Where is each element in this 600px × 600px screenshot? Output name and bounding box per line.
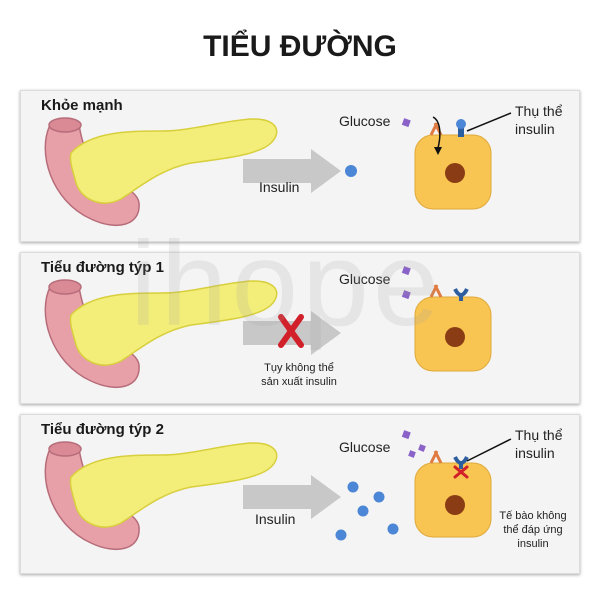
receptor (458, 127, 464, 137)
pancreas (69, 280, 278, 366)
glucose-2 (401, 290, 411, 300)
insulin-dot (347, 481, 359, 493)
insulin-dot (345, 165, 357, 177)
arrow (243, 475, 341, 519)
page-title: TIỂU ĐƯỜNG (203, 30, 397, 63)
glucose-1 (401, 118, 411, 128)
nucleus (445, 495, 465, 515)
panel-title: Khỏe mạnh (41, 97, 123, 114)
duct-opening (48, 117, 82, 133)
receptor-label-2: insulin (515, 121, 555, 137)
receptor-label-2: insulin (515, 445, 555, 461)
glucose-1 (401, 266, 411, 276)
panel-title: Tiểu đường týp 1 (41, 259, 164, 276)
entry-arrow (432, 116, 441, 149)
insulin-dot (373, 491, 385, 503)
insulin-label: Insulin (255, 511, 296, 527)
block-x-icon (453, 465, 469, 479)
nucleus (445, 163, 465, 183)
note-line-1: Tụy không thể (264, 362, 334, 374)
type2-illustration (44, 430, 512, 551)
block-x-icon (278, 314, 304, 348)
receptor-pointer (466, 438, 512, 462)
note-line-2: sản xuất insulin (261, 376, 337, 388)
healthy-illustration (44, 112, 512, 227)
nucleus (445, 327, 465, 347)
glucose-label: Glucose (339, 271, 391, 287)
glucose-label: Glucose (339, 439, 391, 455)
glucose-2 (408, 450, 416, 458)
glucose-1 (401, 430, 411, 440)
glucose-channel (429, 450, 443, 464)
pancreas (69, 118, 278, 204)
note-line-3: insulin (517, 538, 549, 550)
duct-opening (48, 279, 82, 295)
glucose-3 (418, 444, 426, 452)
arrow (243, 149, 341, 193)
panel-type1: Tiểu đường týp 1 Glucose Tụy không thể s… (20, 252, 580, 404)
glucose-channel (429, 284, 443, 298)
panel-healthy: Khỏe mạnh Glucose Insulin Thụ thể insuli… (20, 90, 580, 242)
panel-title: Tiểu đường týp 2 (41, 421, 164, 438)
pancreas (69, 442, 278, 528)
receptor-empty (453, 288, 469, 297)
receptor-pointer (466, 112, 512, 132)
receptor (453, 456, 469, 465)
note-line-1: Tế bào không (499, 510, 567, 522)
insulin-dot (387, 523, 399, 535)
insulin-dot (335, 529, 347, 541)
panel-type2: Tiểu đường týp 2 Glucose Insulin Thụ thể… (20, 414, 580, 574)
insulin-dot (357, 505, 369, 517)
receptor-label-1: Thụ thể (515, 427, 563, 443)
duct-opening (48, 441, 82, 457)
receptor-label-1: Thụ thể (515, 103, 563, 119)
type1-illustration (44, 266, 492, 389)
glucose-label: Glucose (339, 113, 391, 129)
insulin-label: Insulin (259, 179, 300, 195)
note-line-2: thể đáp ứng (503, 524, 563, 536)
